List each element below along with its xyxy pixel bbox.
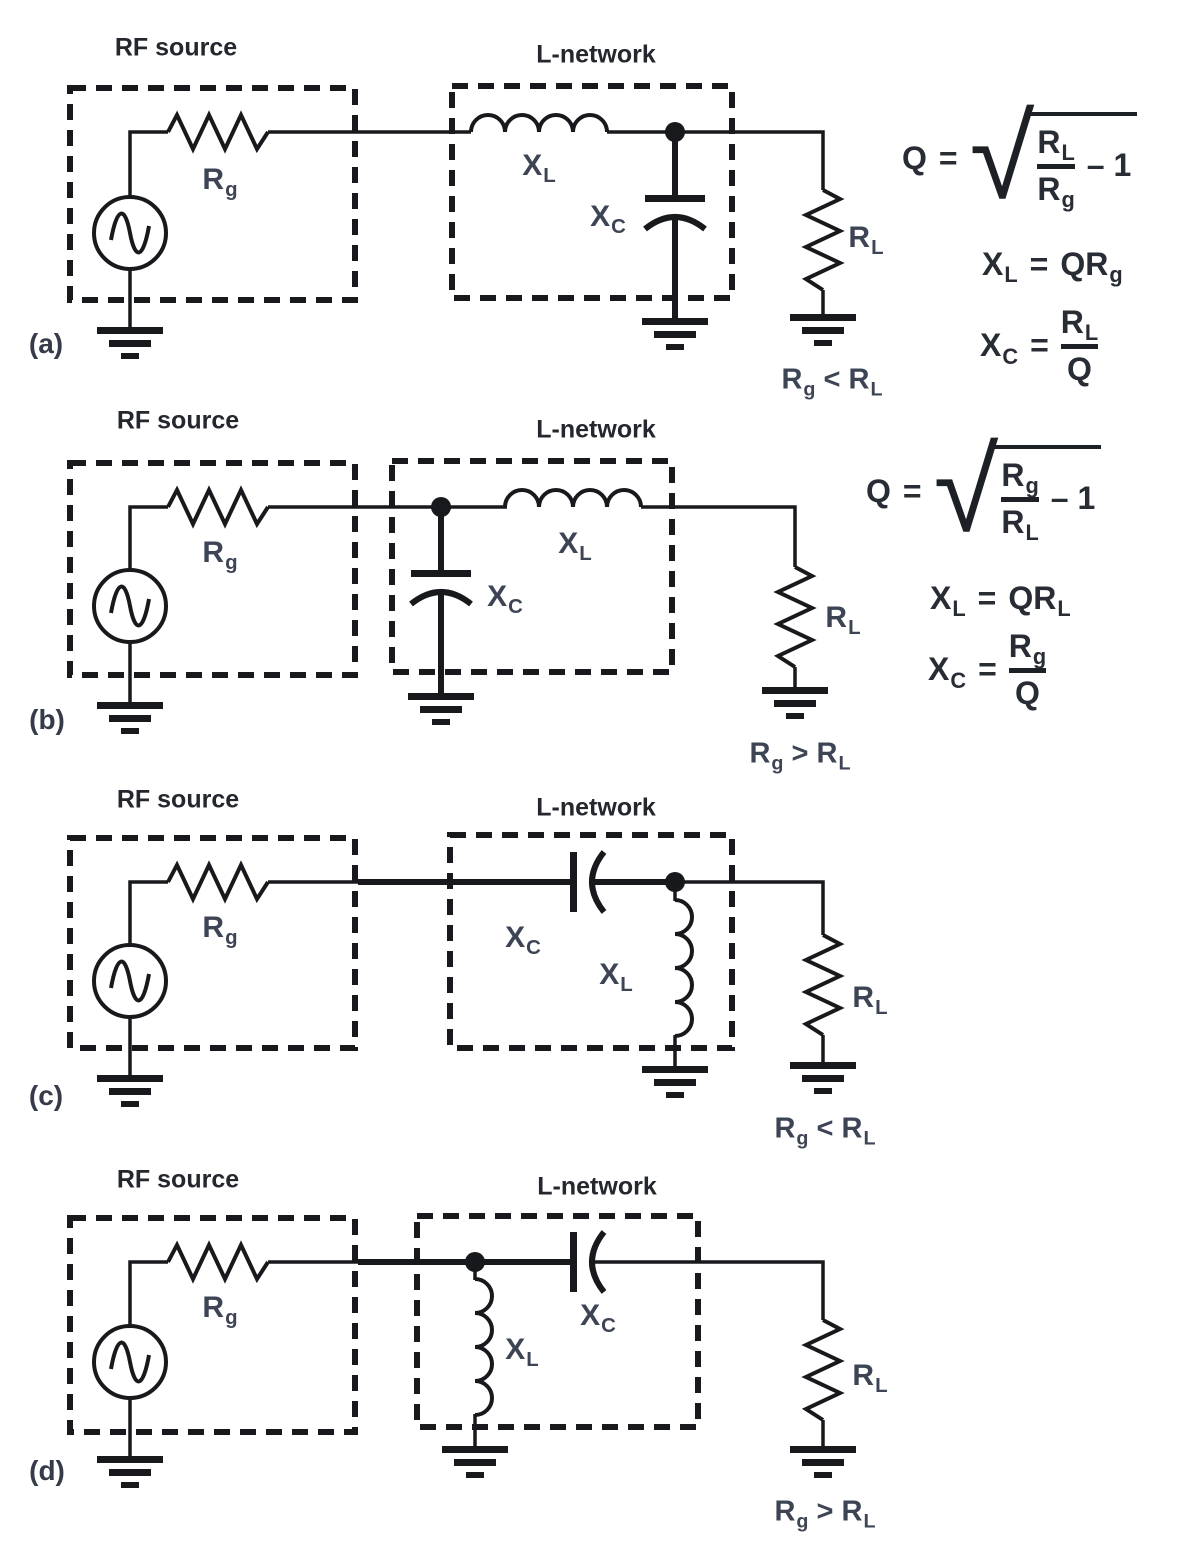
xc-label-c: XC (505, 921, 541, 959)
rl-label-a: RL (848, 221, 884, 259)
fraction-bar (1060, 343, 1099, 349)
numerator: RL (1037, 124, 1075, 166)
condition-label-c: Rg < RL (774, 1112, 876, 1150)
wire (675, 880, 825, 935)
rf-source-box (67, 85, 358, 303)
circuit-a (67, 83, 856, 359)
figure-tag-a: (a) (28, 328, 64, 359)
radical-sign: √ (933, 425, 999, 557)
formula-xc-b: XC = Rg Q (928, 628, 1047, 711)
l-network-title-a: L-network (536, 40, 656, 69)
equals-sign: = (1030, 327, 1049, 364)
formula-xl-b: XL = QRL (930, 580, 1071, 622)
q-variable: Q (902, 140, 927, 177)
minus-one: – 1 (1086, 147, 1132, 184)
xl-variable: XL (982, 246, 1018, 288)
numerator: Rg (1008, 628, 1047, 670)
figure-tag-d: (d) (29, 1455, 65, 1486)
fraction: Rg Q (1008, 628, 1047, 711)
wire (592, 1260, 825, 1320)
xl-label-d: XL (505, 1333, 539, 1371)
formula-q-b: Q = √ Rg RL – 1 (866, 425, 1102, 557)
xl-value: QRL (1008, 580, 1071, 622)
rf-source-title-d: RF source (116, 1165, 240, 1194)
l-network-box (447, 832, 735, 1051)
wire (128, 1260, 168, 1326)
rf-source-box (67, 460, 358, 678)
condition-label-b: Rg > RL (749, 737, 851, 775)
rf-source-box (67, 835, 358, 1051)
l-network-box (414, 1213, 701, 1430)
equals-sign: = (978, 651, 997, 688)
rl-label-c: RL (852, 981, 888, 1019)
minus-one: – 1 (1050, 480, 1096, 517)
circuit-c (67, 832, 856, 1107)
formula-xc-a: XC = RL Q (980, 304, 1099, 387)
equals-sign: = (977, 580, 997, 616)
denominator: Q (1067, 350, 1092, 387)
fraction: RL Rg (1037, 124, 1075, 212)
radicand: RL Rg – 1 (1025, 112, 1138, 212)
xl-variable: XL (930, 580, 966, 622)
xc-variable: XC (928, 651, 967, 693)
equals-sign: = (902, 473, 922, 510)
wire (128, 880, 168, 945)
rg-label-b: Rg (202, 536, 238, 574)
l-network-title-c: L-network (536, 793, 656, 822)
rf-source-title-c: RF source (116, 785, 240, 814)
rg-label-c: Rg (202, 911, 238, 949)
xc-label-d: XC (580, 1299, 616, 1337)
denominator: Rg (1037, 170, 1075, 212)
numerator: RL (1060, 304, 1099, 346)
rl-label-d: RL (852, 1359, 888, 1397)
xc-variable: XC (980, 327, 1019, 369)
equals-sign: = (938, 140, 958, 177)
formula-xl-a: XL = QRg (982, 246, 1123, 288)
fraction-bar (1008, 667, 1047, 673)
circuit-b (67, 458, 828, 734)
xc-label-b: XC (487, 580, 523, 618)
condition-label-d: Rg > RL (774, 1495, 876, 1533)
radicand: Rg RL – 1 (989, 445, 1102, 545)
rf-source-title-b: RF source (116, 406, 240, 435)
denominator: Q (1015, 674, 1040, 711)
fraction-bar (1037, 163, 1075, 169)
xl-label-c: XL (599, 958, 633, 996)
l-network-title-b: L-network (536, 415, 656, 444)
xl-label-b: XL (558, 527, 592, 565)
l-network-box (389, 458, 675, 675)
figure-tag-c: (c) (28, 1080, 64, 1111)
wire (641, 505, 797, 567)
numerator: Rg (1001, 457, 1039, 499)
fraction: Rg RL (1001, 457, 1039, 545)
rl-label-b: RL (825, 601, 861, 639)
radical-sign: √ (969, 92, 1035, 224)
wire (128, 505, 168, 570)
circuit-d (67, 1213, 856, 1488)
figure-tag-b: (b) (29, 704, 65, 735)
rf-source-box (67, 1215, 358, 1435)
formula-q-a: Q = √ RL Rg – 1 (902, 92, 1138, 224)
condition-label-a: Rg < RL (781, 363, 883, 401)
wire (128, 130, 168, 197)
xl-label-a: XL (522, 149, 556, 187)
square-root: √ Rg RL – 1 (933, 425, 1102, 557)
rg-label-d: Rg (202, 1291, 238, 1329)
equals-sign: = (1029, 246, 1049, 282)
denominator: RL (1001, 503, 1039, 545)
square-root: √ RL Rg – 1 (969, 92, 1138, 224)
xl-value: QRg (1060, 246, 1123, 288)
rf-source-title-a: RF source (114, 33, 238, 62)
l-network-box (449, 83, 735, 301)
rg-label-a: Rg (202, 163, 238, 201)
xc-label-a: XC (590, 200, 626, 238)
fraction-bar (1001, 496, 1039, 502)
q-variable: Q (866, 473, 891, 510)
fraction: RL Q (1060, 304, 1099, 387)
l-network-title-d: L-network (537, 1172, 657, 1201)
